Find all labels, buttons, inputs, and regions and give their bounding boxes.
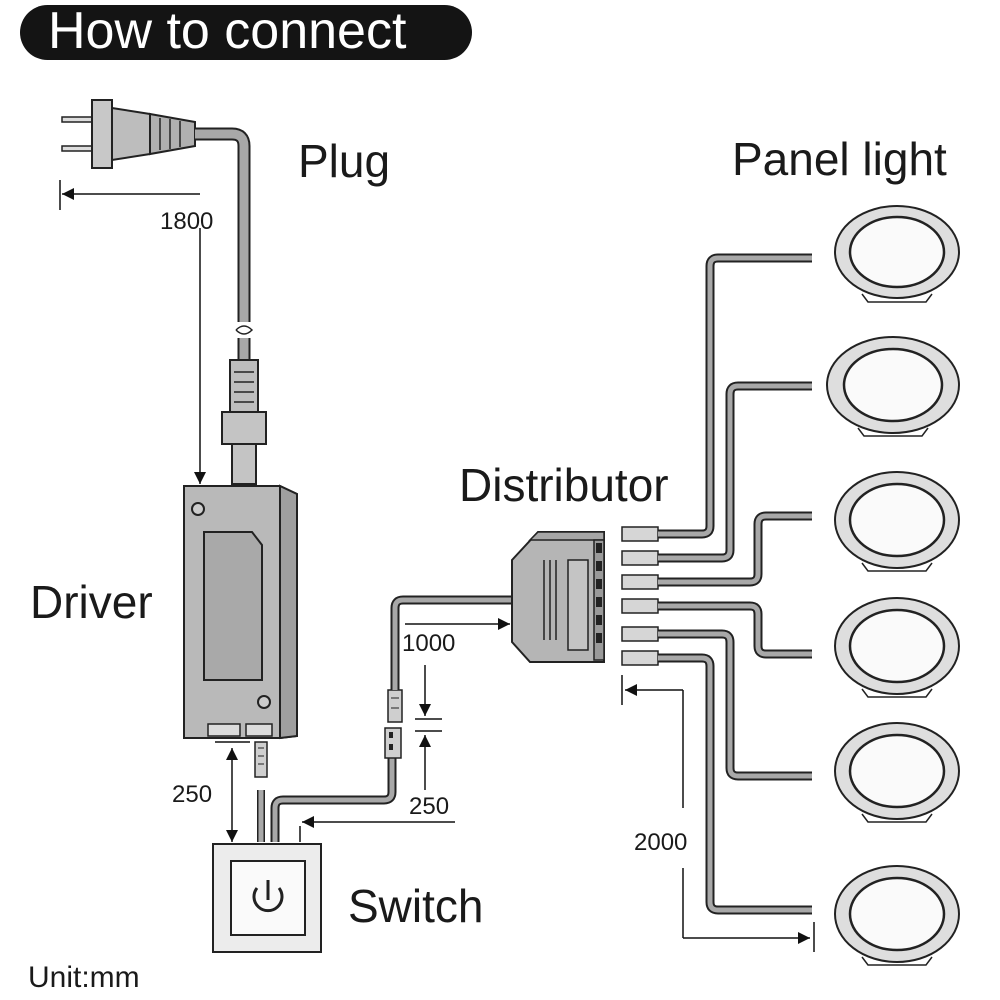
switch-cable bbox=[270, 595, 512, 842]
panel-light-icon bbox=[834, 205, 960, 303]
switch-cable-dimension bbox=[299, 665, 455, 842]
plug-cable-length: 1800 bbox=[160, 208, 214, 235]
switch-label: Switch bbox=[348, 880, 484, 932]
distributor-cable-length: 1000 bbox=[402, 630, 456, 657]
panel-light-icon bbox=[834, 597, 960, 698]
panel-light-icon bbox=[826, 336, 960, 437]
distributor-label: Distributor bbox=[459, 459, 669, 511]
panel-light-icon bbox=[834, 471, 960, 572]
light-cable-length: 2000 bbox=[634, 829, 688, 856]
switch-icon bbox=[212, 843, 322, 953]
panel-light-icon bbox=[834, 722, 960, 823]
light-cable-dimension bbox=[621, 675, 815, 952]
title-banner bbox=[20, 5, 472, 60]
driver-input-connector-icon bbox=[221, 359, 267, 485]
panel-light-label: Panel light bbox=[732, 133, 947, 185]
driver-switch-dimension bbox=[215, 741, 250, 842]
driver-label: Driver bbox=[30, 576, 153, 628]
light-cables bbox=[658, 253, 812, 915]
switch-cable-length: 250 bbox=[409, 793, 450, 820]
unit-note: Unit:mm bbox=[28, 961, 140, 994]
distributor-output-connectors bbox=[621, 526, 659, 666]
diagram-title: How to connect bbox=[48, 2, 407, 60]
plug-label: Plug bbox=[298, 135, 391, 187]
plug-icon bbox=[61, 99, 196, 169]
panel-light-icon bbox=[834, 865, 960, 966]
driver-icon bbox=[183, 484, 298, 740]
plug-cable bbox=[195, 127, 254, 360]
driver-switch-length: 250 bbox=[172, 781, 213, 808]
driver-output-plug-icon bbox=[254, 741, 268, 842]
distributor-icon bbox=[511, 531, 605, 663]
